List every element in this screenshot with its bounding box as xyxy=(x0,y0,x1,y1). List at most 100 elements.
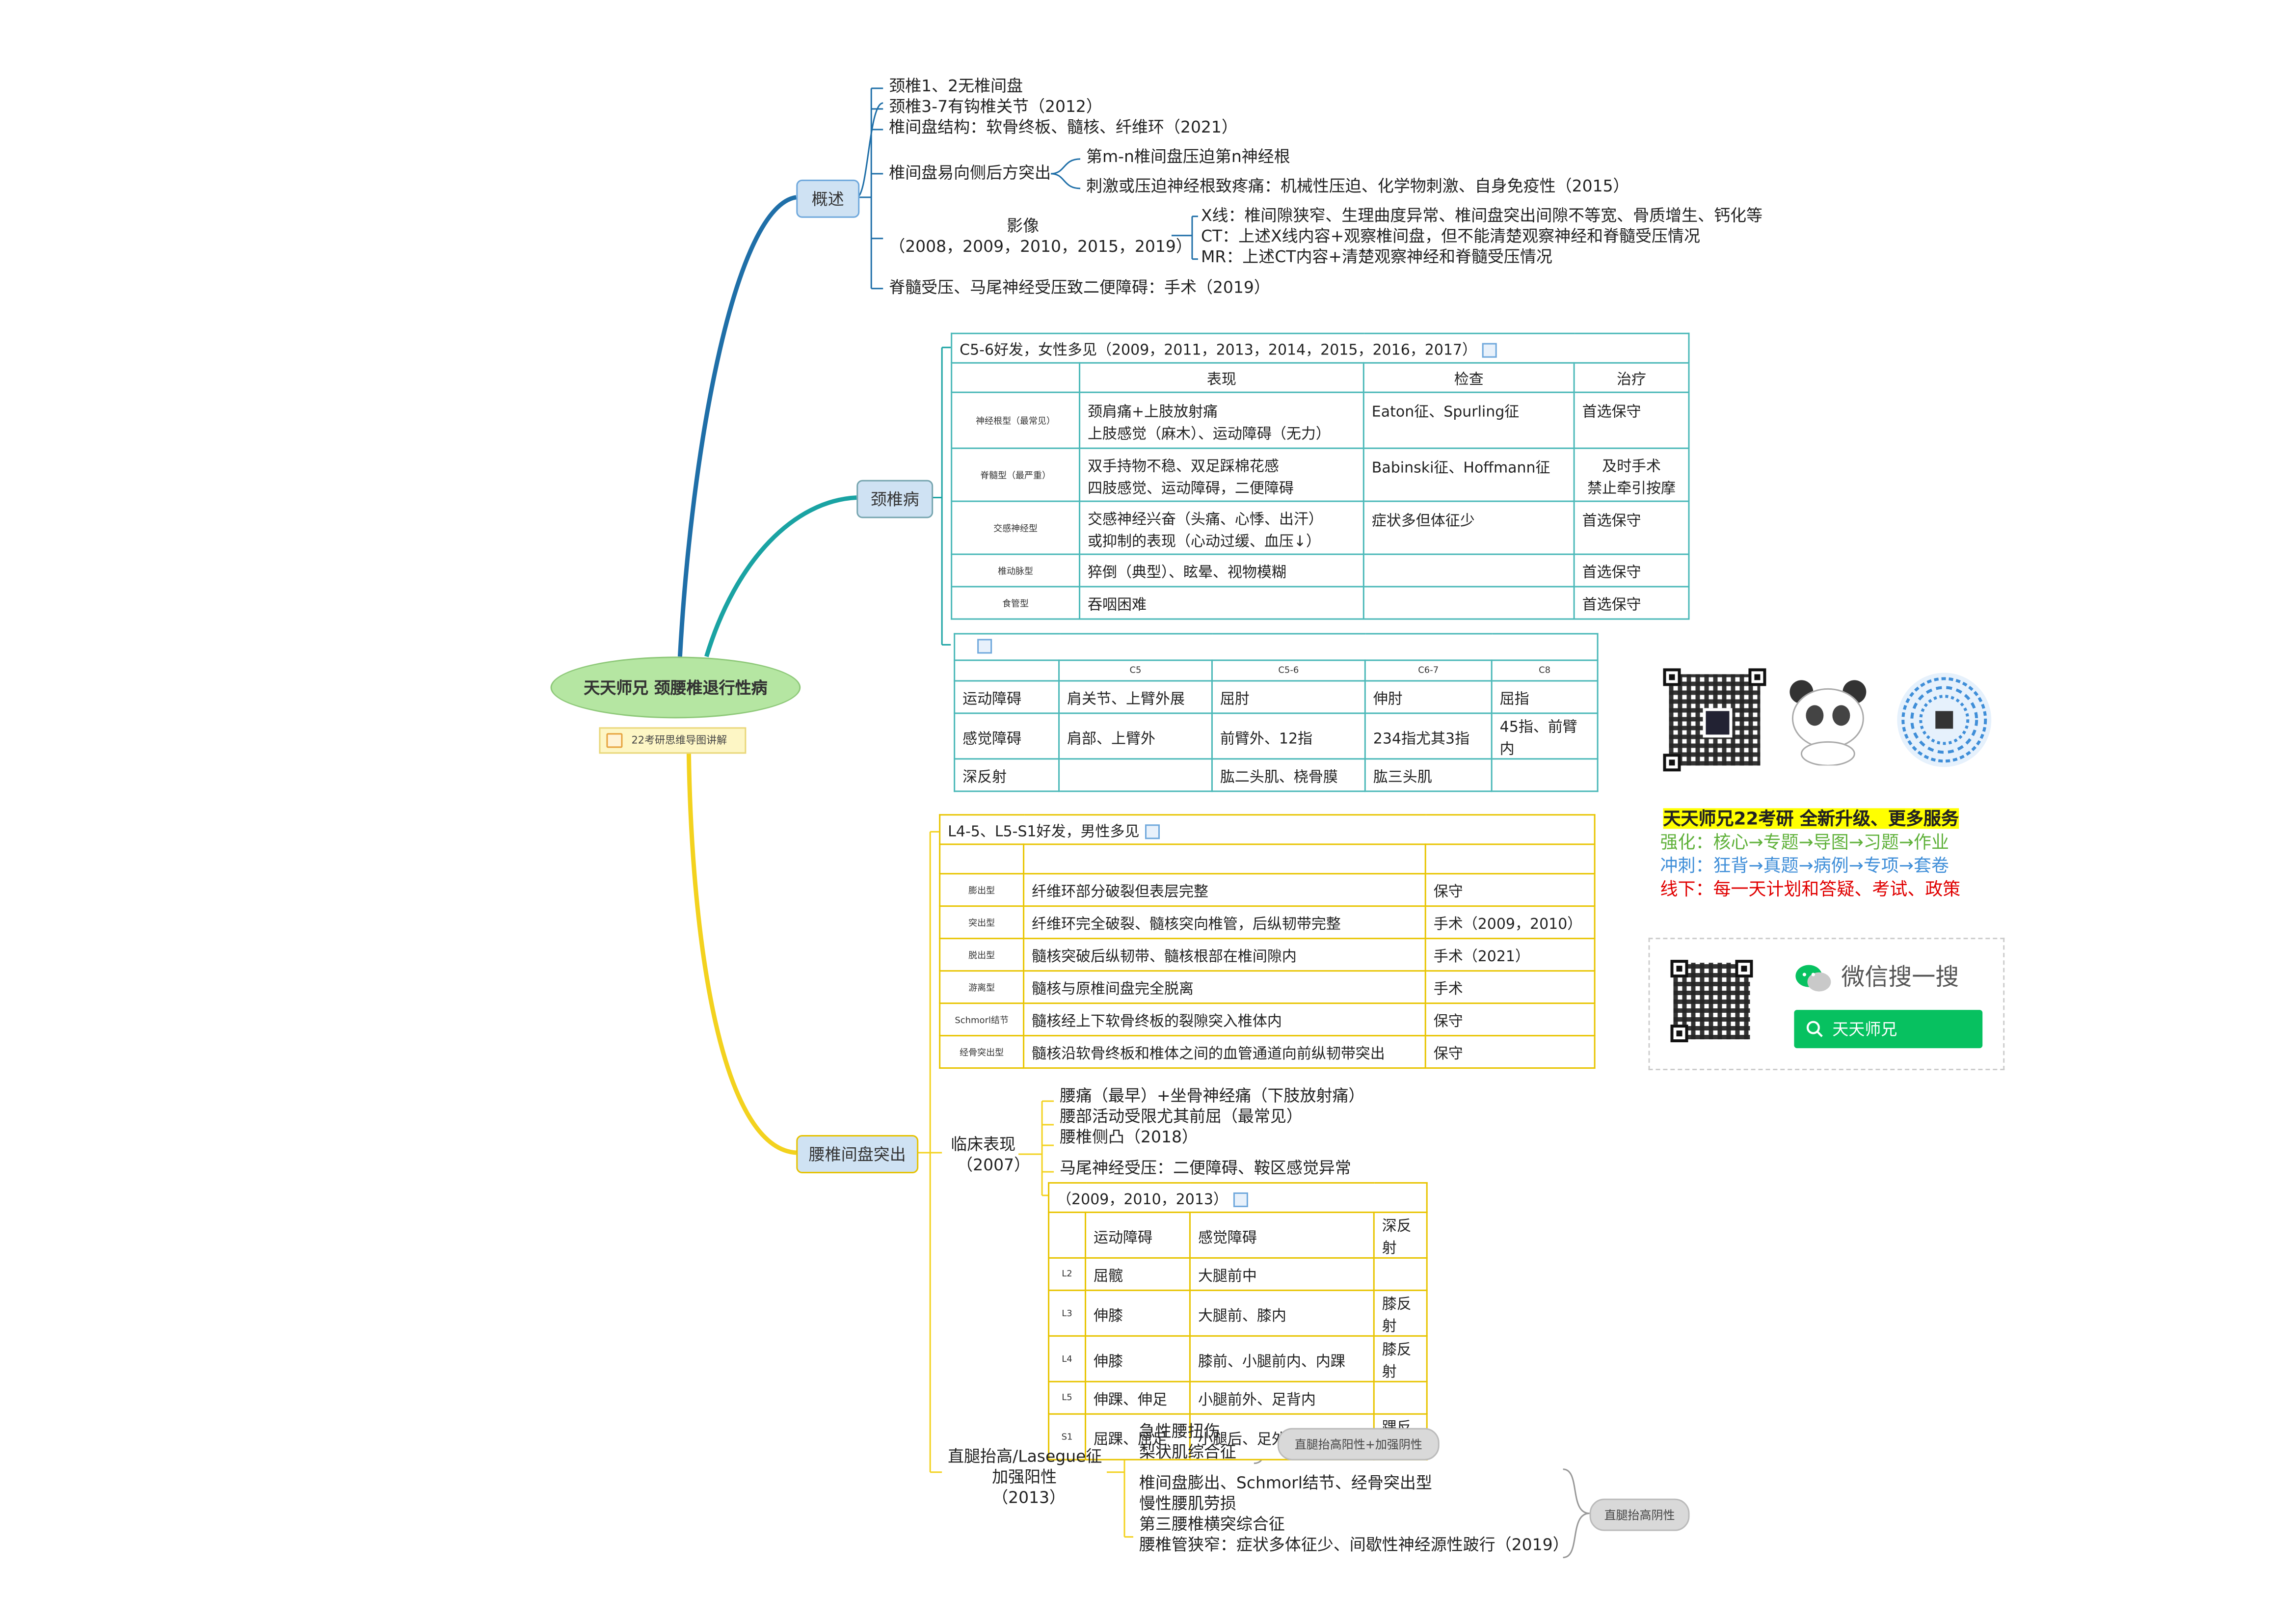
cell-text: 深反射 xyxy=(954,758,1060,792)
table-row: 椎动脉型 猝倒（典型）、眩晕、视物模糊 首选保守 xyxy=(951,553,1690,588)
clinical-item: 腰椎侧凸（2018） xyxy=(1060,1128,1198,1147)
cell-text: 保守 xyxy=(1424,873,1596,907)
mini-program-code[interactable] xyxy=(1896,671,1993,769)
cell-text: 吞咽困难 xyxy=(1079,586,1364,620)
wechat-search-card[interactable]: 微信搜一搜 天天师兄 xyxy=(1648,938,2005,1071)
lumbar-root-table: （2009，2010，2013） 运动障碍 感觉障碍 深反射 L2 屈髋 大腿前… xyxy=(1048,1182,1428,1461)
table-row: 交感神经型 交感神经兴奋（头痛、心悸、出汗）或抑制的表现（心动过缓、血压↓） 症… xyxy=(951,500,1690,555)
row-type: 膨出型 xyxy=(939,873,1025,907)
cell-text: 屈踝、屈足 xyxy=(1085,1413,1191,1461)
cell-text: 首选保守 xyxy=(1573,500,1690,555)
cell-text: Eaton征、Spurling征 xyxy=(1362,391,1575,449)
cell-text: Babinski征、Hoffmann征 xyxy=(1362,447,1575,502)
table-header: 检查 xyxy=(1362,362,1575,393)
table-row: 神经根型（最常见） 颈肩痛+上肢放射痛上肢感觉（麻木）、运动障碍（无力） Eat… xyxy=(951,391,1690,449)
slr-tag-negative[interactable]: 直腿抬高阴性 xyxy=(1589,1498,1690,1531)
branch-overview[interactable]: 概述 xyxy=(796,179,860,218)
cell-text: 伸踝、伸足 xyxy=(1085,1380,1191,1415)
cell-text xyxy=(1058,758,1213,792)
imaging-years: （2008，2009，2010，2015，2019） xyxy=(889,237,1192,256)
note-badge[interactable]: 22考研思维导图讲解 xyxy=(599,727,747,754)
cell-text: 234指尤其3指 xyxy=(1364,712,1493,760)
clinical-item: 腰痛（最早）+坐骨神经痛（下肢放射痛） xyxy=(1060,1086,1365,1106)
cell-text: 纤维环部分破裂但表层完整 xyxy=(1023,873,1426,907)
qr-code-2[interactable] xyxy=(1670,960,1753,1043)
slr-year: （2013） xyxy=(992,1488,1066,1508)
clinical-year: （2007） xyxy=(957,1155,1031,1175)
wechat-search-box[interactable]: 天天师兄 xyxy=(1794,1010,1983,1049)
promo-line-offline: 线下：每一天计划和答疑、考试、政策 xyxy=(1660,879,1961,900)
row-type: L5 xyxy=(1048,1380,1087,1415)
note-text: 22考研思维导图讲解 xyxy=(631,734,727,747)
table-row: 食管型 吞咽困难 首选保守 xyxy=(951,586,1690,620)
row-type: 食管型 xyxy=(951,586,1081,620)
branch-cervical[interactable]: 颈椎病 xyxy=(856,480,934,518)
overview-item: 椎间盘结构：软骨终板、髓核、纤维环（2021） xyxy=(889,117,1238,137)
row-type: 脱出型 xyxy=(939,938,1025,972)
row-type: S1 xyxy=(1048,1413,1087,1461)
table-row: L3 伸膝 大腿前、膝内 膝反射 xyxy=(1048,1289,1428,1337)
cell-text: 上肢感觉（麻木）、运动障碍（无力） xyxy=(1088,426,1331,443)
cell-text: 症状多但体征少 xyxy=(1362,500,1575,555)
cell-text: 小腿前外、足背内 xyxy=(1189,1380,1375,1415)
table-header: 深反射 xyxy=(1373,1211,1428,1259)
row-type: 神经根型（最常见） xyxy=(951,391,1081,449)
table-header xyxy=(951,362,1081,393)
cell-text: 屈肘 xyxy=(1211,680,1366,714)
cell-text: 45指、前臂内 xyxy=(1491,712,1599,760)
row-type: 经骨突出型 xyxy=(939,1035,1025,1069)
row-type: 游离型 xyxy=(939,970,1025,1004)
cell-text: 四肢感觉、运动障碍，二便障碍 xyxy=(1088,481,1294,497)
table-icon xyxy=(977,639,992,654)
table-row: Schmorl结节 髓核经上下软骨终板的裂隙突入椎体内 保守 xyxy=(939,1002,1596,1037)
cell-text: 髓核沿软骨终板和椎体之间的血管通道向前纵韧带突出 xyxy=(1023,1035,1426,1069)
root-node[interactable]: 天天师兄 颈腰椎退行性病 xyxy=(550,656,801,719)
table-row: L5 伸踝、伸足 小腿前外、足背内 xyxy=(1048,1380,1428,1415)
cell-text: 屈指 xyxy=(1491,680,1599,714)
row-type: 交感神经型 xyxy=(951,500,1081,555)
cell-text: 肩部、上臂外 xyxy=(1058,712,1213,760)
cell-text: 猝倒（典型）、眩晕、视物模糊 xyxy=(1079,553,1364,588)
cell-text: 髓核与原椎间盘完全脱离 xyxy=(1023,970,1426,1004)
table-icon xyxy=(1483,343,1498,358)
lumbar-type-table: L4-5、L5-S1好发，男性多见 膨出型 纤维环部分破裂但表层完整 保守 突出… xyxy=(939,814,1596,1069)
table-row: 经骨突出型 髓核沿软骨终板和椎体之间的血管通道向前纵韧带突出 保守 xyxy=(939,1035,1596,1069)
cell-text: 及时手术 xyxy=(1602,459,1661,475)
row-type: Schmorl结节 xyxy=(939,1002,1025,1037)
qr-code-1[interactable] xyxy=(1663,668,1766,772)
overview-last: 脊髓受压、马尾神经受压致二便障碍：手术（2019） xyxy=(889,278,1270,298)
table-header xyxy=(1048,1211,1087,1259)
table-row: 脊髓型（最严重） 双手持物不稳、双足踩棉花感四肢感觉、运动障碍，二便障碍 Bab… xyxy=(951,447,1690,502)
promo-line-sprint: 冲刺：狂背→真题→病例→专项→套卷 xyxy=(1660,855,1949,876)
table-header xyxy=(954,659,1060,682)
row-type: L4 xyxy=(1048,1335,1087,1382)
cell-text: 髓核突破后纵韧带、髓核根部在椎间隙内 xyxy=(1023,938,1426,972)
cell-text: 髓核经上下软骨终板的裂隙突入椎体内 xyxy=(1023,1002,1426,1037)
cell-text: 大腿前中 xyxy=(1189,1257,1375,1291)
table-row: 游离型 髓核与原椎间盘完全脱离 手术 xyxy=(939,970,1596,1004)
cell-text xyxy=(1362,586,1575,620)
clinical-item: 腰部活动受限尤其前屈（最常见） xyxy=(1060,1107,1303,1127)
table-row: L2 屈髋 大腿前中 xyxy=(1048,1257,1428,1291)
cell-text: 肱三头肌 xyxy=(1364,758,1493,792)
cell-text: 保守 xyxy=(1424,1035,1596,1069)
slr-label: 直腿抬高/Lasegue征 xyxy=(948,1447,1102,1466)
note-icon xyxy=(606,733,623,748)
branch-lumbar[interactable]: 腰椎间盘突出 xyxy=(796,1135,919,1173)
cell-text xyxy=(1373,1257,1428,1291)
cell-text: 膝前、小腿前内、内踝 xyxy=(1189,1335,1375,1382)
table-icon xyxy=(1233,1192,1249,1207)
cell-text: 运动障碍 xyxy=(954,680,1060,714)
cell-text: 首选保守 xyxy=(1573,586,1690,620)
slr-tag-positive[interactable]: 直腿抬高阳性+加强阴性 xyxy=(1277,1428,1440,1461)
overview-prolapse: 椎间盘易向侧后方突出 xyxy=(889,163,1051,183)
cell-text: 或抑制的表现（心动过缓、血压↓） xyxy=(1088,534,1321,550)
table-header: 运动障碍 xyxy=(1085,1211,1191,1259)
table-row: 突出型 纤维环完全破裂、髓核突向椎管，后纵韧带完整 手术（2009，2010） xyxy=(939,905,1596,940)
imaging-child: X线：椎间隙狭窄、生理曲度异常、椎间盘突出间隙不等宽、骨质增生、钙化等 xyxy=(1201,206,1763,225)
cell-text xyxy=(1362,553,1575,588)
imaging-child: CT：上述X线内容+观察椎间盘，但不能清楚观察神经和脊髓受压情况 xyxy=(1201,226,1700,246)
row-type: L2 xyxy=(1048,1257,1087,1291)
cell-text: 膝反射 xyxy=(1373,1289,1428,1337)
prolapse-child: 第m-n椎间盘压迫第n神经根 xyxy=(1086,147,1290,166)
